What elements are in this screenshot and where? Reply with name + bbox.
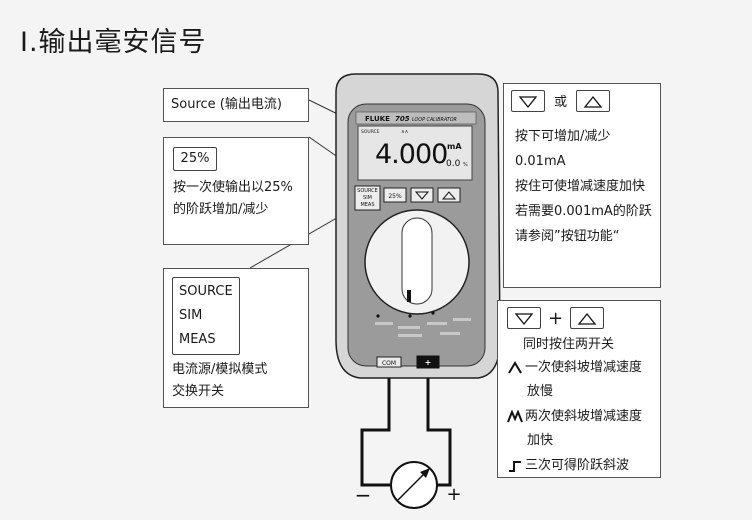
up-triangle-icon [441, 191, 457, 200]
callout-updown: 或 按下可增加/减少 0.01mA 按住可使增减速度加快 若需要0.001mA的… [503, 83, 661, 288]
plus-jack[interactable] [416, 355, 440, 369]
down-triangle-icon [414, 191, 430, 200]
pct-button-label: 25% [388, 193, 402, 200]
callout-pct-line-2: 的阶跃增加/减少 [173, 202, 269, 217]
wire-positive [426, 378, 452, 487]
double-ramp-icon [507, 409, 523, 422]
combo-key-row: + [507, 307, 660, 335]
callout-pct-line-1: 按一次使输出以25% [173, 180, 293, 195]
dial-pointer [407, 290, 411, 302]
lcd-percent-sign: % [463, 162, 468, 168]
faded-markings [375, 318, 471, 337]
dial-knob[interactable] [401, 217, 433, 305]
combo-down-key [507, 307, 541, 329]
up-button[interactable] [437, 187, 461, 203]
combo-row-slow: 一次使斜坡增减速度 [507, 355, 660, 380]
combo-line-1: 同时按住两开关 [523, 337, 615, 352]
dial-mark-1 [376, 314, 380, 318]
combo-row-fast: 两次使斜坡增减速度 [507, 404, 660, 429]
combo-plus: + [548, 307, 564, 329]
circuit-plus: + [446, 484, 461, 505]
com-jack-label: COM [382, 360, 396, 367]
down-button[interactable] [410, 187, 434, 203]
meter-label-strip [355, 111, 477, 125]
lcd-unit: mA [447, 142, 462, 151]
updown-line-2: 0.01mA [515, 154, 566, 169]
combo-line-6: 三次可得阶跃斜波 [525, 457, 630, 473]
updown-line-4: 若需要0.001mA的阶跃 [515, 204, 652, 219]
mode-button-label-3: MEAS [360, 202, 374, 208]
combo-row-step: 三次可得阶跃斜波 [507, 453, 660, 478]
lcd-value: 4.000 [375, 139, 447, 170]
mode-key-source: SOURCE [179, 284, 233, 299]
mode-key-sim: SIM [179, 308, 203, 323]
meter-model: 705 [395, 115, 410, 123]
mode-button-label-2: SIM [363, 195, 372, 201]
updown-line-1: 按下可增加/减少 [515, 129, 611, 144]
updown-or: 或 [554, 94, 568, 110]
combo-line-5: 加快 [527, 433, 554, 448]
lcd-ramp-icon: ∧∧ [401, 129, 409, 135]
mode-button-label-1: SOURCE [357, 188, 378, 194]
dial-mark-2 [408, 314, 412, 318]
combo-down-arrow-icon [514, 313, 534, 326]
callout-mode: SOURCE SIM MEAS 电流源/模拟模式 交换开关 [163, 268, 309, 408]
page-title: I.输出毫安信号 [20, 27, 207, 58]
callout-combo: + 同时按住两开关 一次使斜坡增减速度 放慢 两次使斜坡增减速度 加快 三次可得… [497, 300, 661, 478]
combo-up-arrow-icon [577, 312, 597, 325]
combo-line-3: 放慢 [527, 384, 554, 399]
meter-brand: FLUKE [365, 115, 390, 123]
dial-mark-3 [431, 311, 435, 315]
callout-pct: 25% 按一次使输出以25% 的阶跃增加/减少 [163, 137, 309, 245]
mode-key-meas: MEAS [179, 332, 216, 347]
up-arrow-icon [583, 95, 603, 108]
step-ramp-icon [509, 460, 521, 472]
down-key [511, 90, 545, 112]
circuit-minus: − [355, 483, 372, 507]
pct-key-label: 25% [173, 147, 217, 171]
callout-mode-line-2: 交换开关 [172, 384, 225, 399]
meter-subtitle: LOOP CALIBRATOR [412, 117, 457, 123]
callout-mode-line-1: 电流源/模拟模式 [172, 362, 268, 377]
mode-key-group: SOURCE SIM MEAS [172, 277, 240, 355]
down-arrow-icon [518, 96, 538, 109]
single-ramp-icon [508, 360, 522, 374]
updown-line-3: 按住可使增减速度加快 [515, 179, 646, 194]
updown-line-5: 请参阅”按钮功能“ [515, 229, 620, 244]
updown-key-row: 或 [511, 90, 660, 118]
wire-negative [360, 378, 391, 487]
meter: FLUKE 705 LOOP CALIBRATOR SOURCE ∧∧ 4.00… [335, 73, 501, 379]
combo-line-4: 两次使斜坡增减速度 [525, 408, 643, 424]
circuit-wires [360, 378, 452, 487]
mode-button[interactable] [354, 185, 381, 211]
up-key [576, 90, 611, 112]
callout-source: Source (输出电流) [163, 88, 309, 122]
lcd-screen [357, 125, 473, 181]
lcd-mode: SOURCE [361, 129, 380, 135]
combo-line-2: 一次使斜坡增减速度 [525, 359, 643, 375]
combo-up-key [570, 307, 605, 329]
pct-button[interactable] [383, 187, 407, 203]
com-jack[interactable] [376, 356, 402, 368]
callout-source-text: Source (输出电流) [171, 97, 282, 112]
plus-jack-label: + [425, 358, 432, 367]
lcd-percent: 0.0 [446, 159, 461, 169]
ammeter-arrow-icon [420, 468, 430, 478]
